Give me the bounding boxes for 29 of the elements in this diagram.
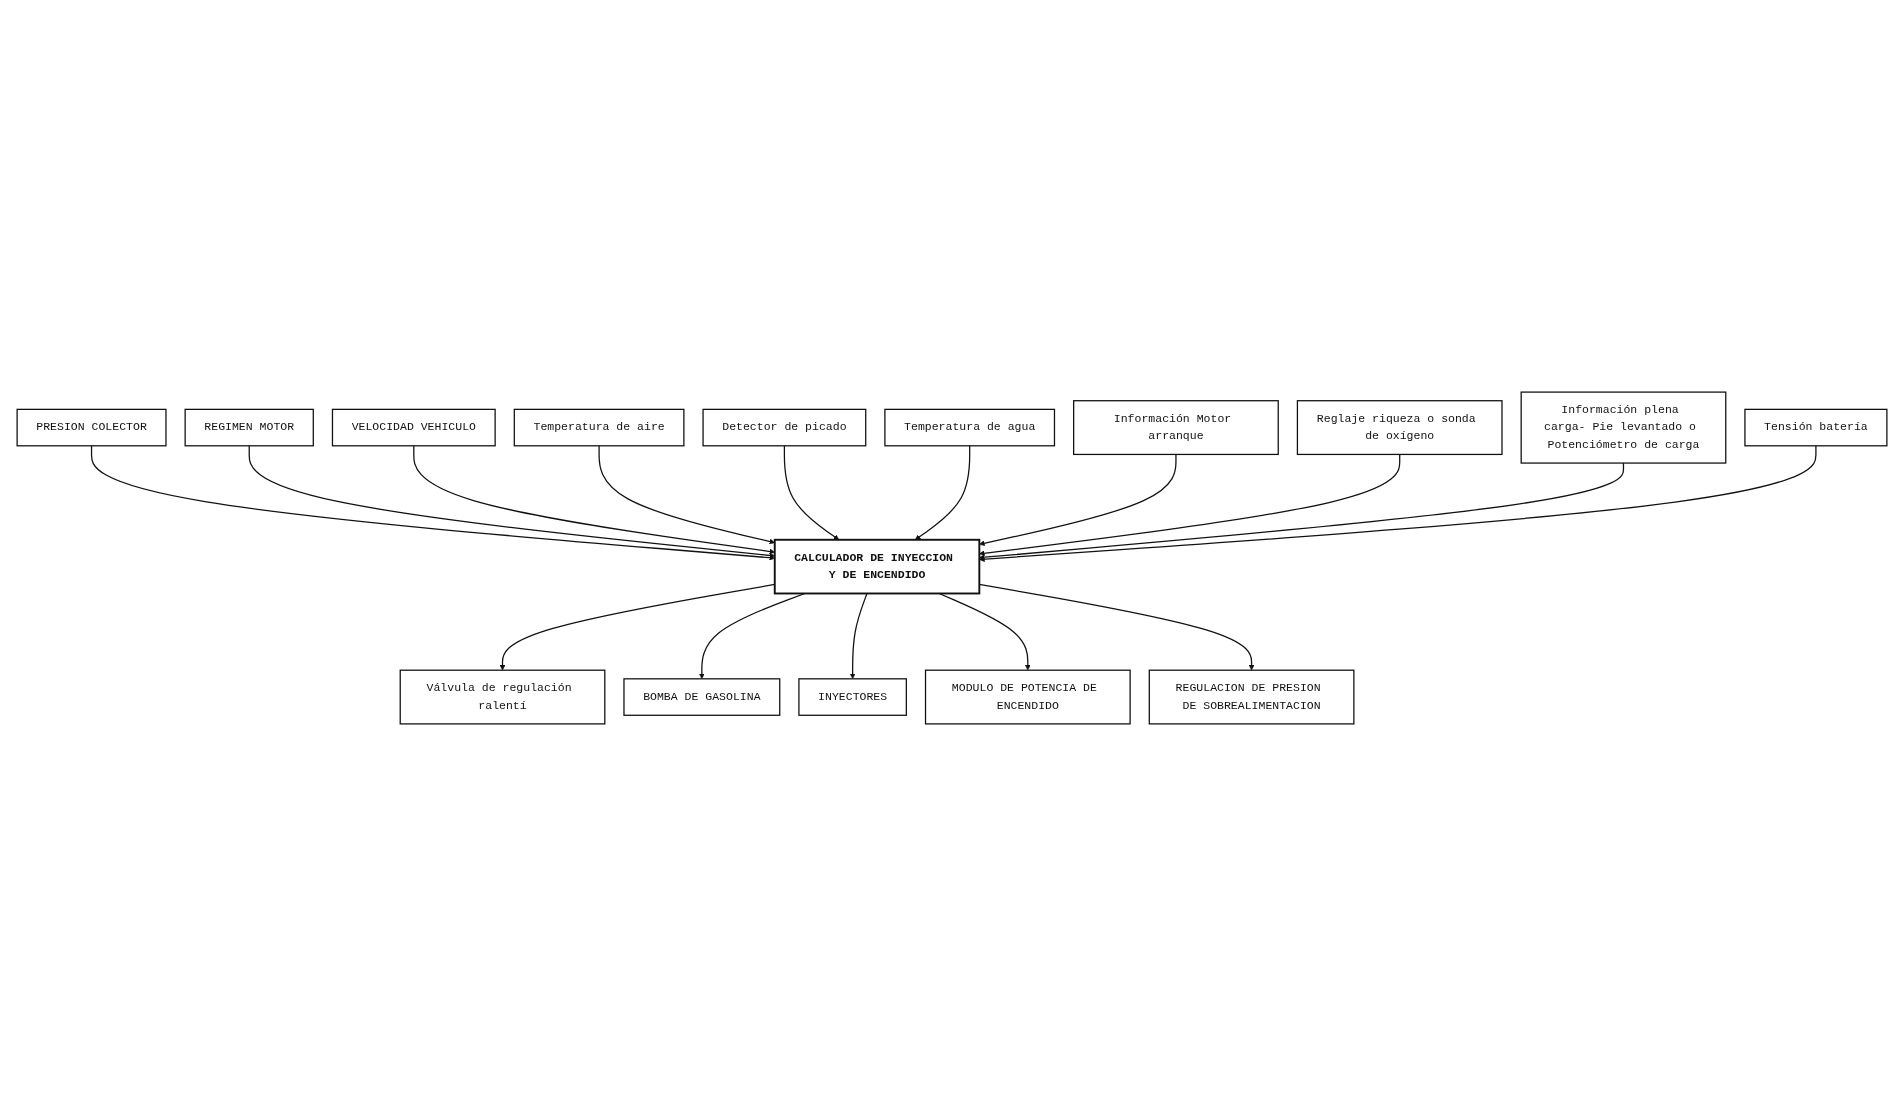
node-box: Temperatura de aire <box>513 408 685 447</box>
arrow <box>979 453 1401 557</box>
arrow <box>783 445 840 541</box>
arrow <box>699 592 806 680</box>
node-box: PRESION COLECTOR <box>16 408 167 447</box>
arrow <box>979 462 1625 561</box>
arrow <box>413 445 775 555</box>
node-box: Información Motor arranque <box>1073 400 1279 456</box>
node-box: Tensión batería <box>1744 408 1888 447</box>
arrow <box>938 592 1031 671</box>
node-box: Información plena carga- Pie levantado o Potenciómetro de carga <box>1520 391 1727 464</box>
arrow <box>90 445 775 561</box>
arrow <box>979 453 1177 546</box>
node-box: VELOCIDAD VEHICULO <box>331 408 496 447</box>
node-box: Reglaje riqueza o sonda de oxígeno <box>1296 400 1503 456</box>
node-box: Temperatura de agua <box>884 408 1056 447</box>
node-box: Válvula de regulación ralentí <box>399 669 606 725</box>
node-box: REGIMEN MOTOR <box>184 408 314 447</box>
node-box: Detector de picado <box>702 408 867 447</box>
arrow <box>979 445 1817 562</box>
node-box: INYECTORES <box>798 678 907 716</box>
node-box: BOMBA DE GASOLINA <box>623 678 781 716</box>
arrow <box>248 445 775 559</box>
node-box: MODULO DE POTENCIA DE ENCENDIDO <box>924 669 1131 725</box>
arrow <box>598 445 775 545</box>
node-box: CALCULADOR DE INYECCION Y DE ENCENDIDO <box>773 538 981 595</box>
node-box: REGULACION DE PRESION DE SOBREALIMENTACION <box>1148 669 1355 725</box>
arrow <box>849 592 868 680</box>
arrow <box>914 445 971 541</box>
